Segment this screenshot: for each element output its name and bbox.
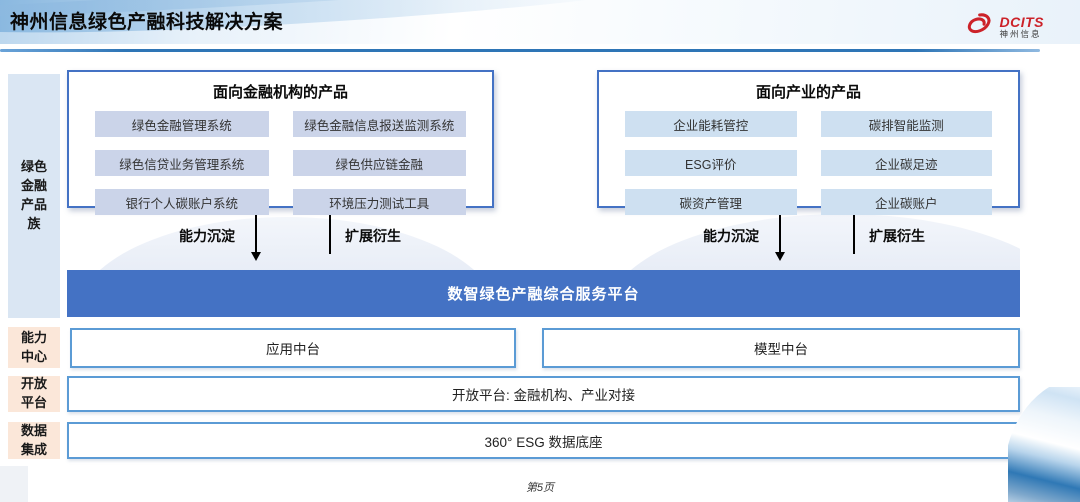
logo-brand: DCITS xyxy=(999,14,1044,31)
arrow-up-icon xyxy=(324,208,335,254)
product-item: 绿色金融信息报送监测系统 xyxy=(292,111,466,137)
industry-products-box: 面向产业的产品 企业能耗管控 碳排智能监测 ESG评价 企业碳足迹 碳资产管理 … xyxy=(597,70,1020,215)
arrow-down-icon xyxy=(250,212,261,261)
page-title: 神州信息绿色产融科技解决方案 xyxy=(10,12,284,33)
sidebar-label-capability-center: 能力中心 xyxy=(8,327,60,368)
esg-data-base-box: 360° ESG 数据底座 xyxy=(67,422,1020,459)
product-item: 企业碳足迹 xyxy=(820,150,992,176)
product-item: 企业能耗管控 xyxy=(625,111,797,137)
finance-products-box: 面向金融机构的产品 绿色金融管理系统 绿色金融信息报送监测系统 绿色信贷业务管理… xyxy=(67,70,494,215)
header-divider-line xyxy=(0,49,1040,52)
product-item: 环境压力测试工具 xyxy=(292,189,466,215)
product-item: 碳资产管理 xyxy=(625,189,797,215)
flow-group-industry: 能力沉淀 扩展衍生 xyxy=(703,208,925,261)
finance-products-grid: 绿色金融管理系统 绿色金融信息报送监测系统 绿色信贷业务管理系统 绿色供应链金融… xyxy=(69,109,492,215)
industry-products-grid: 企业能耗管控 碳排智能监测 ESG评价 企业碳足迹 碳资产管理 企业碳账户 xyxy=(599,109,1018,215)
page-number: 第5页 xyxy=(525,482,555,494)
application-middle-platform-box: 应用中台 xyxy=(70,328,516,368)
sidebar-label-product-family: 绿色金融产品族 xyxy=(8,74,60,318)
flow-label-settling: 能力沉淀 xyxy=(703,228,759,244)
product-item: 绿色供应链金融 xyxy=(292,150,466,176)
bottom-right-swoosh-decoration xyxy=(1008,387,1080,502)
dcits-logo: DCITS 神州信息 xyxy=(963,11,1045,43)
flow-zone: 能力沉淀 扩展衍生 能力沉淀 扩展衍生 xyxy=(67,208,1020,270)
sidebar-label-data-integration: 数据集成 xyxy=(8,422,60,459)
dcits-swirl-icon xyxy=(963,11,995,43)
flow-label-derivation: 扩展衍生 xyxy=(869,228,925,244)
product-item: 银行个人碳账户系统 xyxy=(95,189,269,215)
industry-products-title: 面向产业的产品 xyxy=(755,84,861,101)
flow-label-settling: 能力沉淀 xyxy=(179,228,235,244)
platform-banner: 数智绿色产融综合服务平台 xyxy=(67,270,1020,317)
bottom-left-decoration xyxy=(0,466,28,502)
product-item: 企业碳账户 xyxy=(820,189,992,215)
model-middle-platform-box: 模型中台 xyxy=(542,328,1020,368)
product-item: ESG评价 xyxy=(625,150,797,176)
logo-text: DCITS 神州信息 xyxy=(1000,15,1045,39)
flow-label-derivation: 扩展衍生 xyxy=(345,228,401,244)
product-item: 绿色信贷业务管理系统 xyxy=(95,150,269,176)
flow-group-finance: 能力沉淀 扩展衍生 xyxy=(179,208,401,261)
arrow-up-icon xyxy=(848,208,859,254)
open-platform-box: 开放平台: 金融机构、产业对接 xyxy=(67,376,1020,412)
sidebar-label-open-platform: 开放平台 xyxy=(8,376,60,412)
arrow-down-icon xyxy=(774,212,785,261)
finance-products-title: 面向金融机构的产品 xyxy=(212,84,348,101)
product-item: 绿色金融管理系统 xyxy=(95,111,269,137)
product-item: 碳排智能监测 xyxy=(820,111,992,137)
fan-ribbon-decoration xyxy=(1008,387,1080,502)
logo-company-name: 神州信息 xyxy=(999,28,1042,39)
